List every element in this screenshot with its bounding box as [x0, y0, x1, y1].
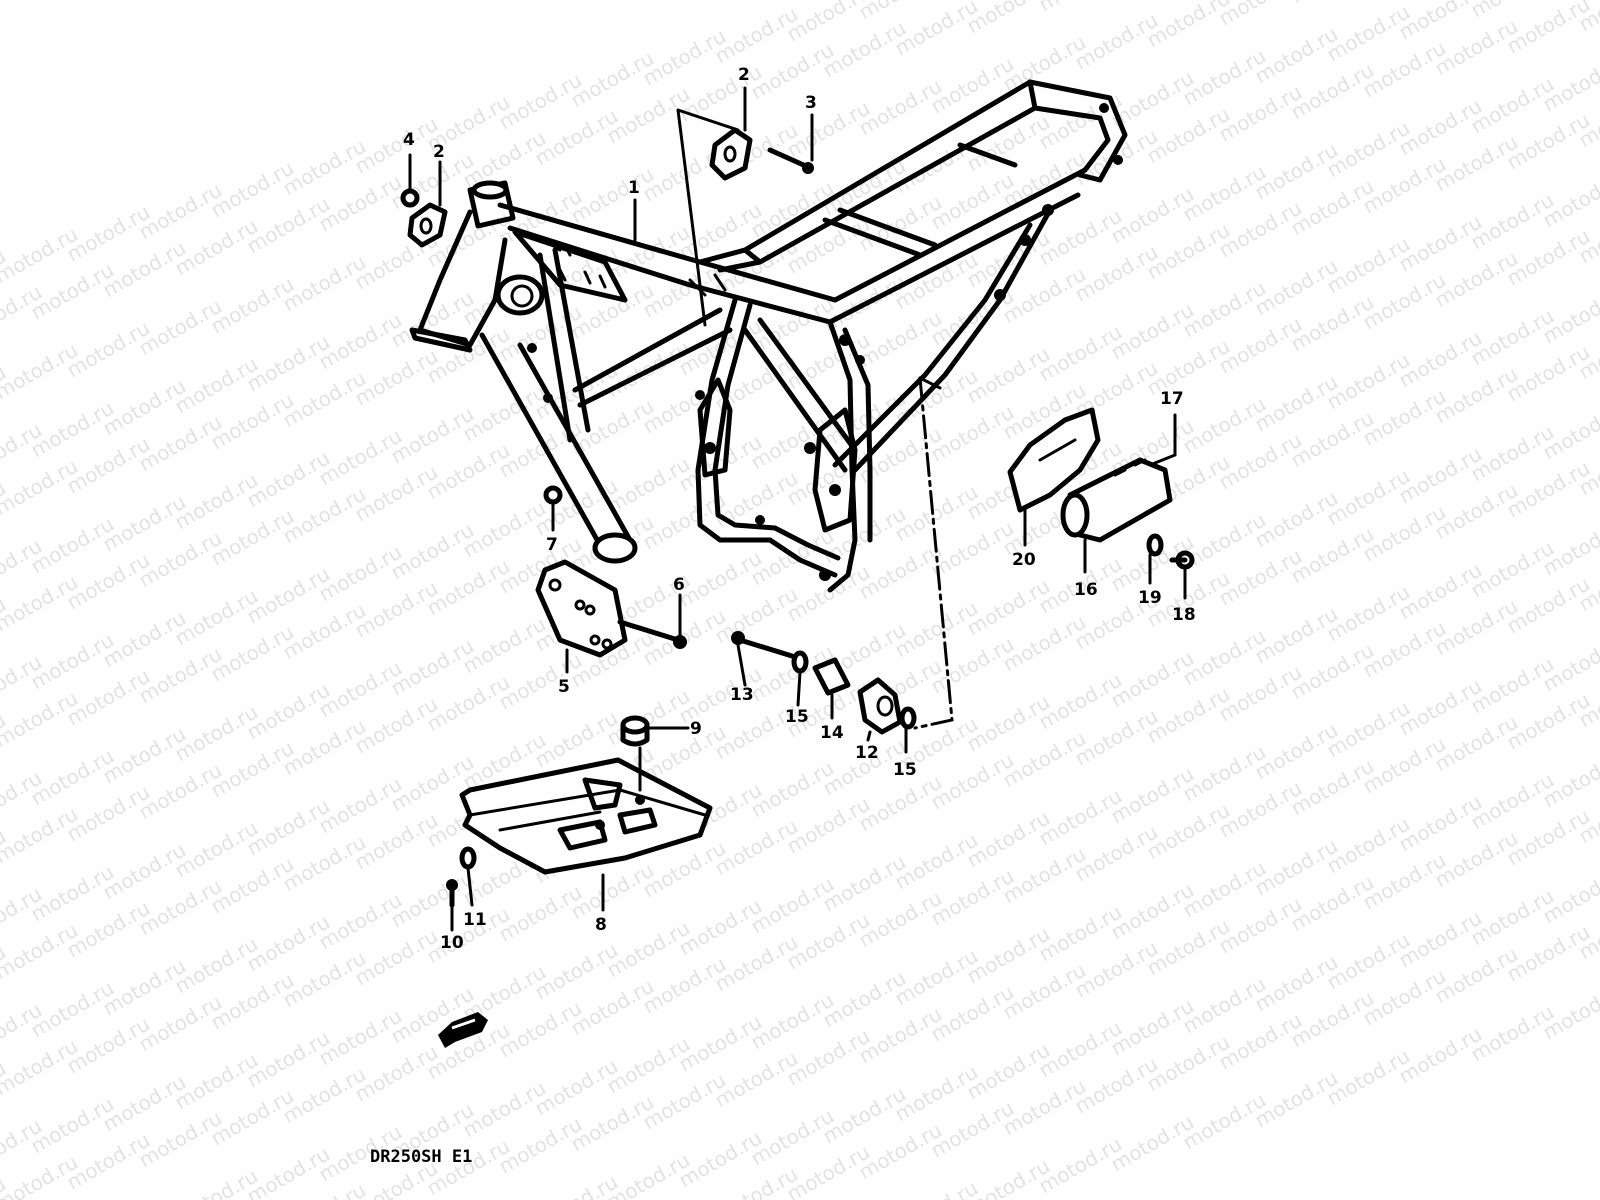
- callout-10: 10: [440, 933, 464, 953]
- washer-part-15-left: [791, 650, 809, 674]
- box-part-16: [1060, 457, 1173, 543]
- skid-plate-part-8: [459, 757, 713, 875]
- engine-bracket-part-5: [535, 559, 628, 658]
- callout-16: 16: [1074, 580, 1098, 600]
- callout-2-right: 2: [738, 65, 750, 85]
- watermark-text: motod.ru: [1287, 0, 1378, 8]
- spacer-part-14: [812, 657, 851, 696]
- bracket-part-2-left: [407, 202, 448, 248]
- cover-part-20: [1007, 407, 1101, 513]
- callout-4: 4: [403, 130, 415, 150]
- watermark-text: motod.ru: [1215, 0, 1306, 30]
- watermark-text: motod.ru: [0, 1172, 10, 1200]
- watermark-text: motod.ru: [1503, 0, 1594, 58]
- callout-13: 13: [730, 685, 754, 705]
- model-code: DR250SH E1: [370, 1147, 472, 1167]
- bolt-part-3: [767, 147, 814, 174]
- nut-part-7: [543, 485, 563, 505]
- callout-5: 5: [558, 677, 570, 697]
- callout-19: 19: [1138, 588, 1162, 608]
- pivot-bolt-part-13: [731, 631, 795, 659]
- watermark-text: motod.ru: [1035, 0, 1126, 16]
- callout-1: 1: [628, 178, 640, 198]
- grommet-part-19: [1146, 533, 1164, 557]
- front-arrow-icon: [438, 1012, 488, 1048]
- bracket-part-2-right: [709, 127, 753, 181]
- callout-18: 18: [1172, 605, 1196, 625]
- nut-part-4: [400, 188, 420, 208]
- callout-7: 7: [546, 535, 558, 555]
- callout-17: 17: [1160, 389, 1184, 409]
- callout-6: 6: [673, 575, 685, 595]
- callout-3: 3: [805, 93, 817, 113]
- callout-11: 11: [463, 910, 487, 930]
- callout-9: 9: [690, 719, 702, 739]
- callout-15-right: 15: [893, 760, 917, 780]
- callout-20: 20: [1012, 550, 1036, 570]
- callout-12: 12: [855, 743, 879, 763]
- leader-lines: [408, 86, 1187, 932]
- main-frame: [409, 79, 1128, 593]
- bolt-part-10: [446, 879, 458, 908]
- washer-part-15-right: [899, 706, 917, 730]
- callout-8: 8: [595, 915, 607, 935]
- callout-labels: 1 2 2 3 4 5 6 7 8 9 10 11 12 13 14 15 15…: [403, 65, 1196, 953]
- callout-2-left: 2: [433, 142, 445, 162]
- bolt-part-6: [617, 619, 687, 649]
- callout-15-left: 15: [785, 707, 809, 727]
- cap-part-9: [620, 715, 650, 747]
- callout-14: 14: [820, 723, 844, 743]
- washer-part-11: [459, 846, 477, 870]
